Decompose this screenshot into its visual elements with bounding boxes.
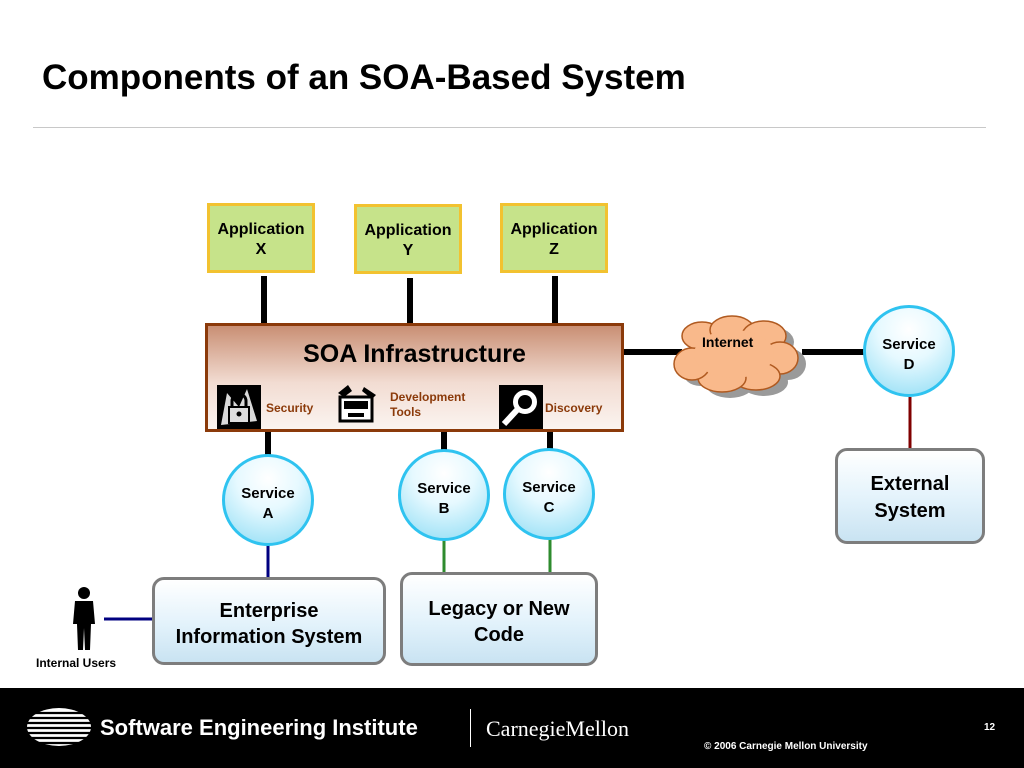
development-tools-icon bbox=[338, 385, 376, 423]
external-system-box[interactable]: External System bbox=[835, 448, 985, 544]
development-label-line2: Tools bbox=[390, 405, 422, 419]
application-x-box[interactable]: Application X bbox=[207, 203, 315, 273]
application-x-label: Application bbox=[217, 221, 305, 238]
application-z-box[interactable]: Application Z bbox=[500, 203, 608, 273]
footer-bar bbox=[0, 688, 1024, 768]
service-c-label: Service bbox=[522, 479, 576, 496]
service-b-label: Service bbox=[417, 480, 471, 497]
service-b-circle[interactable]: Service B bbox=[398, 449, 490, 541]
development-label-line1: Development bbox=[390, 390, 466, 404]
internet-label: Internet bbox=[702, 334, 754, 350]
internal-users-label: Internal Users bbox=[36, 656, 117, 670]
application-y-box[interactable]: Application Y bbox=[354, 204, 462, 274]
external-label-line2: System bbox=[874, 500, 946, 522]
application-z-letter: Z bbox=[549, 241, 559, 258]
copyright-text: © 2006 Carnegie Mellon University bbox=[704, 741, 868, 752]
service-c-circle[interactable]: Service C bbox=[503, 448, 595, 540]
soa-infrastructure-box[interactable]: SOA Infrastructure Security Development … bbox=[205, 323, 624, 432]
soa-infrastructure-title: SOA Infrastructure bbox=[303, 340, 526, 368]
cmu-wordmark: CarnegieMellon bbox=[486, 716, 629, 741]
enterprise-label-line2: Information System bbox=[175, 626, 363, 648]
service-c-letter: C bbox=[543, 499, 555, 516]
service-b-letter: B bbox=[438, 500, 450, 517]
application-y-label: Application bbox=[364, 222, 452, 239]
page-number: 12 bbox=[984, 722, 996, 733]
service-d-label: Service bbox=[882, 336, 936, 353]
legacy-label-line2: Code bbox=[474, 624, 524, 646]
footer-divider bbox=[470, 709, 471, 747]
service-a-label: Service bbox=[241, 485, 295, 502]
service-d-circle[interactable]: Service D bbox=[863, 305, 955, 397]
enterprise-information-system-box[interactable]: Enterprise Information System bbox=[152, 577, 386, 665]
application-y-letter: Y bbox=[402, 242, 414, 259]
legacy-label-line1: Legacy or New bbox=[428, 598, 570, 620]
application-x-letter: X bbox=[255, 241, 267, 258]
service-a-circle[interactable]: Service A bbox=[222, 454, 314, 546]
security-label: Security bbox=[266, 401, 314, 415]
sei-wordmark: Software Engineering Institute bbox=[100, 715, 418, 740]
page-title: Components of an SOA-Based System bbox=[42, 58, 686, 97]
title-divider bbox=[33, 127, 986, 128]
legacy-code-box[interactable]: Legacy or New Code bbox=[400, 572, 598, 666]
enterprise-label-line1: Enterprise bbox=[219, 600, 319, 622]
sei-logo-icon bbox=[26, 708, 92, 746]
application-z-label: Application bbox=[510, 221, 598, 238]
security-lock-icon bbox=[217, 385, 261, 429]
development-tools-label: Development Tools bbox=[390, 390, 465, 420]
service-d-letter: D bbox=[903, 356, 915, 373]
person-icon bbox=[73, 587, 95, 650]
discovery-magnifier-icon bbox=[499, 385, 543, 429]
service-a-letter: A bbox=[262, 505, 274, 522]
discovery-label: Discovery bbox=[545, 401, 603, 415]
cloud-icon bbox=[673, 315, 806, 398]
external-label-line1: External bbox=[870, 473, 950, 495]
